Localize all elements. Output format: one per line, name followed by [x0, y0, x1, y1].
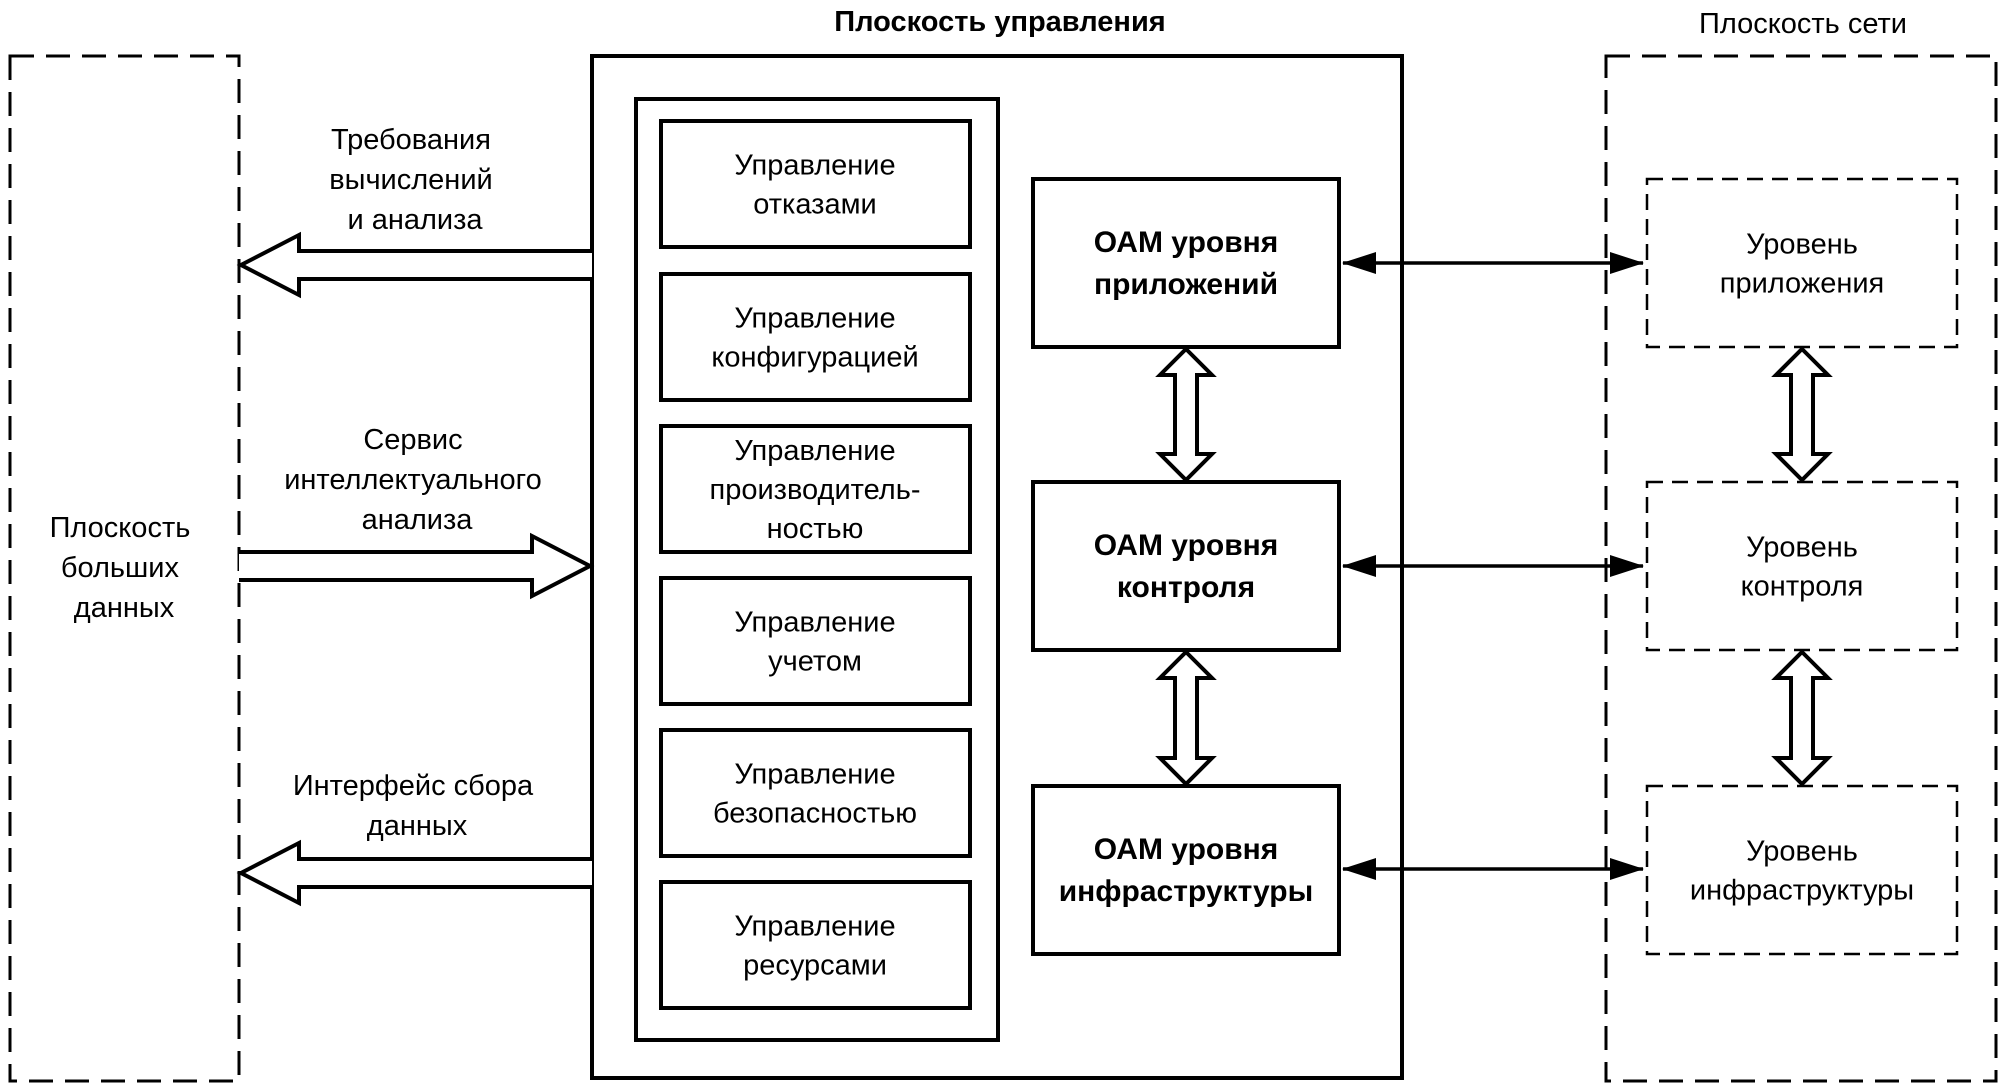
oam-control-infra-arrow	[1155, 649, 1217, 787]
management-function-border	[659, 880, 972, 1010]
net-app-control-arrow	[1771, 346, 1833, 483]
net-control-infra-arrow	[1771, 649, 1833, 787]
oam-level-border	[1031, 784, 1341, 956]
data-collection-arrow	[236, 839, 592, 907]
big-data-plane: Плоскость больших данных	[8, 54, 241, 1083]
compute-requirements-label: Требования вычислений и анализа	[329, 124, 501, 236]
interface-arrows	[236, 231, 595, 907]
big-data-plane-label: Плоскость больших данных	[50, 512, 199, 624]
oam-level-border	[1031, 177, 1341, 349]
network-level-border	[1645, 784, 1959, 956]
data-collection-label: Интерфейс сбора данных	[293, 770, 541, 842]
management-function-border	[659, 272, 972, 402]
management-function-border	[659, 576, 972, 706]
intelligent-analysis-arrow	[239, 532, 595, 600]
network-level-border	[1645, 480, 1959, 652]
compute-requirements-arrow	[236, 231, 592, 299]
control-plane-title: Плоскость управления	[834, 6, 1165, 38]
oam-level-border	[1031, 480, 1341, 652]
management-function-border	[659, 424, 972, 554]
network-level-border	[1645, 177, 1959, 349]
network-plane-title: Плоскость сети	[1699, 8, 1907, 40]
management-function-border	[659, 119, 972, 249]
management-function-border	[659, 728, 972, 858]
intelligent-analysis-label: Сервис интеллектуального анализа	[284, 424, 550, 536]
oam-app-control-arrow	[1155, 346, 1217, 483]
connectors	[1155, 252, 1833, 880]
